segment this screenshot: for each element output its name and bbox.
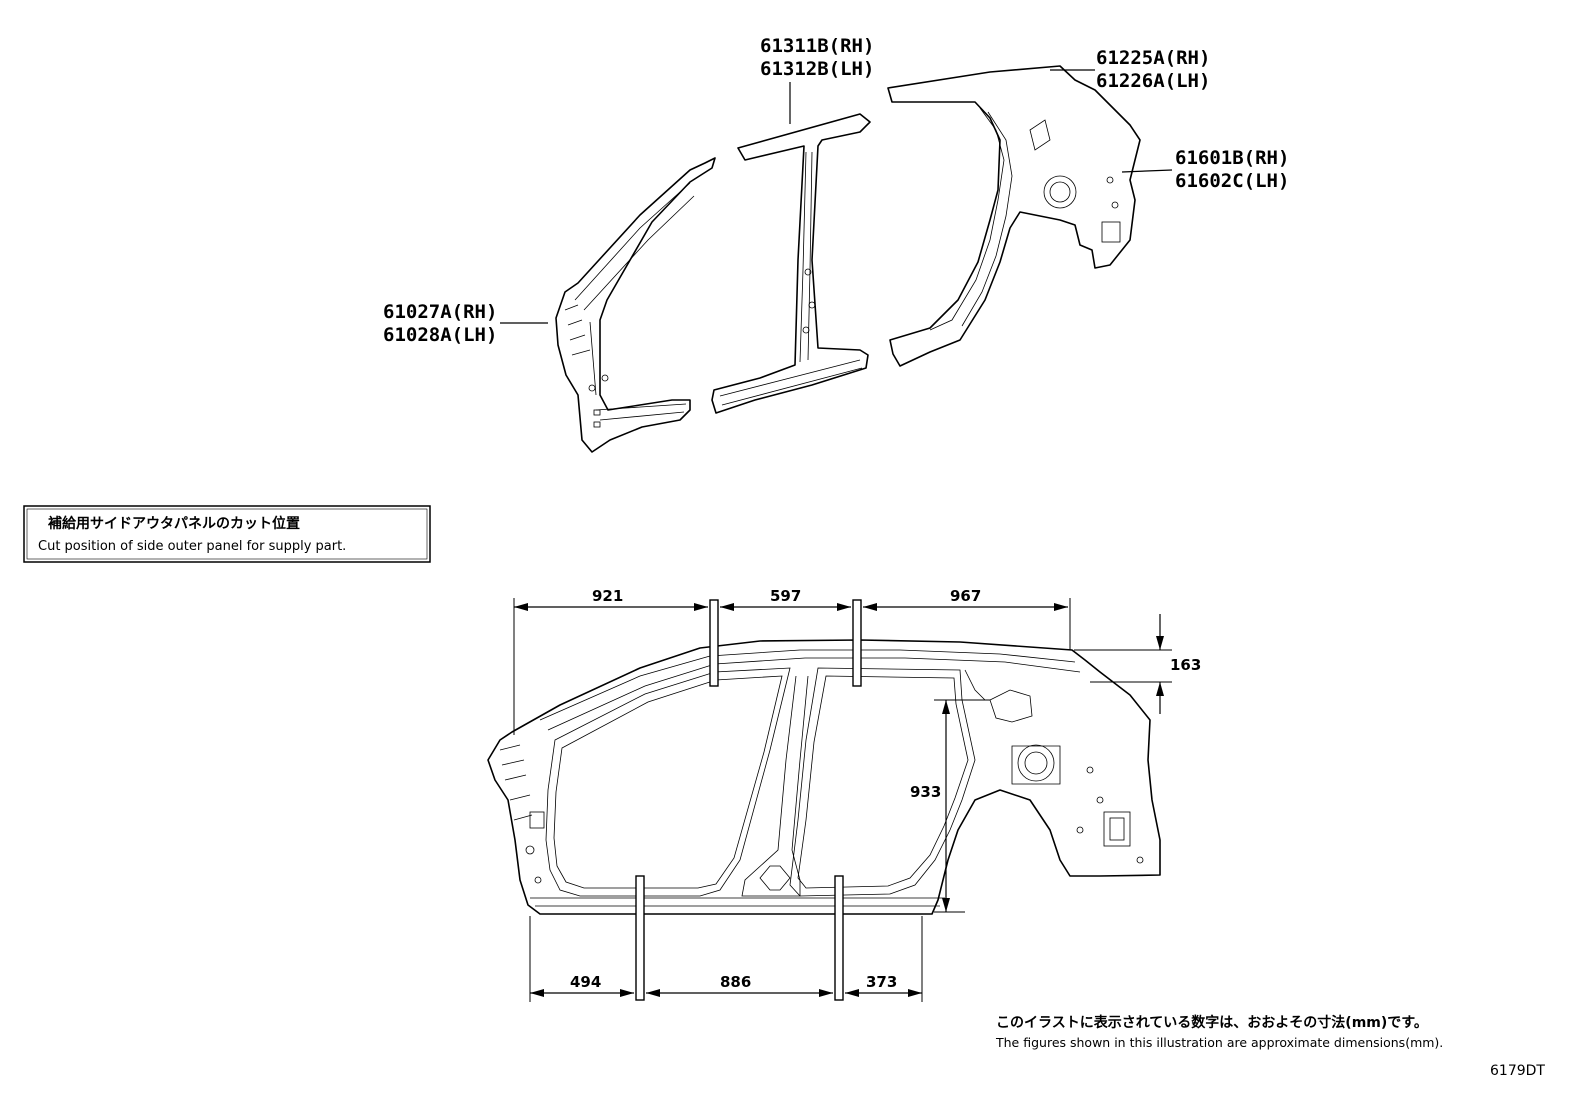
legend-english-text: Cut position of side outer panel for sup…: [38, 539, 346, 554]
figure-code: 6179DT: [1490, 1063, 1545, 1079]
bottom-dimensions: 494 886 373: [529, 916, 923, 1002]
dimension-note-english: The figures shown in this illustration a…: [995, 1035, 1443, 1050]
dimension-597: 597: [770, 587, 801, 605]
legend-box: 補給用サイドアウタパネルのカット位置 Cut position of side …: [23, 505, 431, 563]
quarter-panel-illustration: [887, 65, 1141, 367]
part-label-61225a-rh: 61225A(RH): [1096, 47, 1210, 69]
part-label-61311b-rh: 61311B(RH): [760, 35, 874, 57]
cut-position-marks: [635, 599, 862, 1001]
roof-drop-dimension: 163: [1074, 614, 1201, 714]
assembled-side-panel-illustration: [487, 639, 1161, 915]
part-label-61226a-lh: 61226A(LH): [1096, 70, 1210, 92]
dimension-886: 886: [720, 973, 751, 991]
dimension-933: 933: [910, 783, 941, 801]
dimension-921: 921: [592, 587, 623, 605]
legend-japanese-text: 補給用サイドアウタパネルのカット位置: [47, 515, 300, 532]
height-dimension: 933: [910, 699, 990, 913]
top-dimensions: 921 597 967: [513, 587, 1071, 735]
part-label-61312b-lh: 61312B(LH): [760, 58, 874, 80]
dimension-967: 967: [950, 587, 981, 605]
front-pillar-panel-illustration: [555, 157, 716, 453]
part-label-61602c-lh: 61602C(LH): [1175, 170, 1289, 192]
dimension-note-japanese: このイラストに表示されている数字は、おおよその寸法(mm)です。: [996, 1014, 1428, 1031]
center-pillar-panel-illustration: [711, 113, 871, 414]
dimension-373: 373: [866, 973, 897, 991]
dimension-163: 163: [1170, 656, 1201, 674]
part-label-61027a-rh: 61027A(RH): [383, 301, 497, 323]
dimension-494: 494: [570, 973, 601, 991]
part-label-61028a-lh: 61028A(LH): [383, 324, 497, 346]
part-label-61601b-rh: 61601B(RH): [1175, 147, 1289, 169]
